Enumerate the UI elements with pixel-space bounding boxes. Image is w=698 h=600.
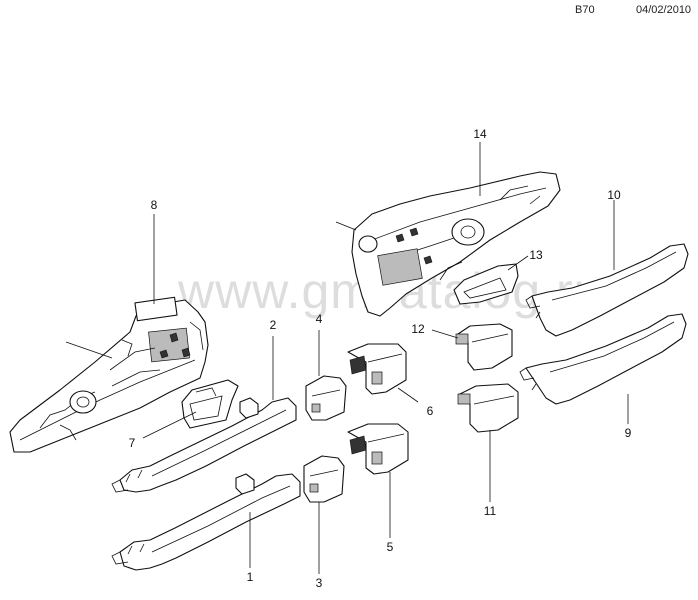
part-6-lock-cover: [347, 343, 407, 395]
callout-leader-lines: [142, 142, 629, 574]
callout-13: 13: [529, 248, 543, 262]
part-8-handle-frame: [9, 296, 209, 453]
callout-6: 6: [426, 404, 434, 418]
callout-11: 11: [483, 504, 497, 518]
callout-1: 1: [246, 570, 254, 584]
callout-2: 2: [269, 318, 277, 332]
callout-10: 10: [607, 188, 621, 202]
callout-12: 12: [411, 322, 425, 336]
callout-5: 5: [386, 540, 394, 554]
part-13-gasket: [453, 263, 519, 305]
callout-4: 4: [315, 312, 323, 326]
part-12-cap: [455, 323, 513, 371]
callout-3: 3: [315, 576, 323, 590]
part-14-handle-frame: [335, 171, 561, 317]
part-11-cap: [457, 383, 519, 433]
callout-9: 9: [624, 426, 632, 440]
diagram-date: 04/02/2010: [636, 4, 692, 16]
part-1-outside-handle: [111, 473, 301, 571]
part-3-cap: [303, 455, 345, 503]
part-5-lock-cover: [347, 423, 409, 475]
part-4-cap: [305, 375, 347, 421]
part-10-outside-handle: [525, 243, 689, 337]
part-9-outside-handle: [519, 313, 687, 405]
callout-7: 7: [128, 436, 136, 450]
diagram-code: B70: [575, 4, 595, 16]
part-2-outside-handle: [111, 397, 297, 493]
part-7-gasket: [181, 379, 239, 429]
callout-8: 8: [150, 198, 158, 212]
callout-14: 14: [473, 127, 487, 141]
